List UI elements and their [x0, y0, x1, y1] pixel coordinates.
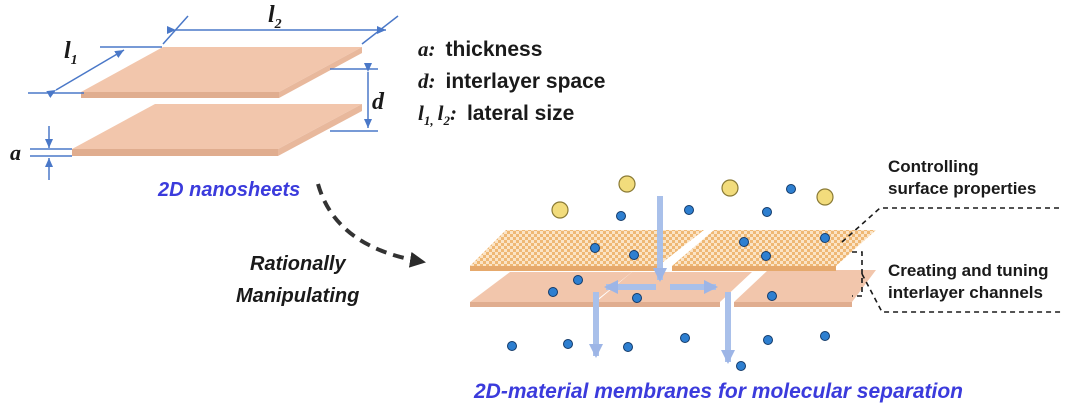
- l2-dimension: [162, 15, 399, 45]
- d-label: d: [372, 89, 385, 115]
- process-arrow: [316, 183, 426, 268]
- small-molecule: [786, 184, 796, 194]
- callout-lines: [841, 207, 1062, 313]
- legend-thickness: a:thickness: [418, 37, 542, 61]
- nanosheets-caption: 2D nanosheets: [157, 179, 300, 201]
- nanosheet-top: [81, 47, 362, 92]
- l1-label: l1: [64, 38, 78, 68]
- small-molecule: [739, 237, 749, 247]
- a-dimension: [30, 126, 72, 180]
- small-molecule: [563, 339, 573, 349]
- small-molecule: [684, 205, 694, 215]
- legend-interlayer-space: d:interlayer space: [418, 69, 605, 93]
- surface-properties-label: surface properties: [888, 179, 1036, 198]
- small-molecule: [590, 243, 600, 253]
- small-molecule: [616, 211, 626, 221]
- large-molecules: [551, 175, 834, 219]
- small-molecule: [507, 341, 517, 351]
- small-molecule: [548, 287, 558, 297]
- small-molecule: [680, 333, 690, 343]
- legend: a:thickness d:interlayer space l1,l2:lat…: [418, 37, 605, 128]
- large-molecule: [721, 179, 739, 197]
- flow-arrows: [589, 196, 735, 364]
- upper-layer: [470, 230, 876, 271]
- small-molecule: [761, 251, 771, 261]
- small-molecule: [573, 275, 583, 285]
- controlling-label: Controlling: [888, 157, 979, 176]
- membrane-assembly: [470, 175, 876, 371]
- nanosheet-bottom: [72, 104, 362, 149]
- legend-lateral-size: l1,l2:lateral size: [418, 101, 574, 128]
- small-molecule: [820, 331, 830, 341]
- d-dimension: [330, 63, 378, 132]
- small-molecule: [763, 335, 773, 345]
- creating-tuning-label: Creating and tuning: [888, 261, 1049, 280]
- small-molecule: [736, 361, 746, 371]
- large-molecule: [618, 175, 636, 193]
- small-molecule: [629, 250, 639, 260]
- interlayer-channels-label: interlayer channels: [888, 283, 1043, 302]
- manipulating-label: Manipulating: [236, 285, 359, 307]
- membranes-caption: 2D-material membranes for molecular sepa…: [473, 380, 963, 403]
- small-molecules: [507, 184, 830, 371]
- large-molecule: [551, 201, 569, 219]
- rationally-label: Rationally: [250, 253, 346, 275]
- l1-dimension: [28, 46, 162, 99]
- a-label: a: [10, 140, 21, 165]
- small-molecule: [623, 342, 633, 352]
- small-molecule: [820, 233, 830, 243]
- small-molecule: [762, 207, 772, 217]
- large-molecule: [816, 188, 834, 206]
- small-molecule: [632, 293, 642, 303]
- nanosheet-stack: [72, 47, 362, 156]
- l2-label: l2: [268, 2, 282, 32]
- small-molecule: [767, 291, 777, 301]
